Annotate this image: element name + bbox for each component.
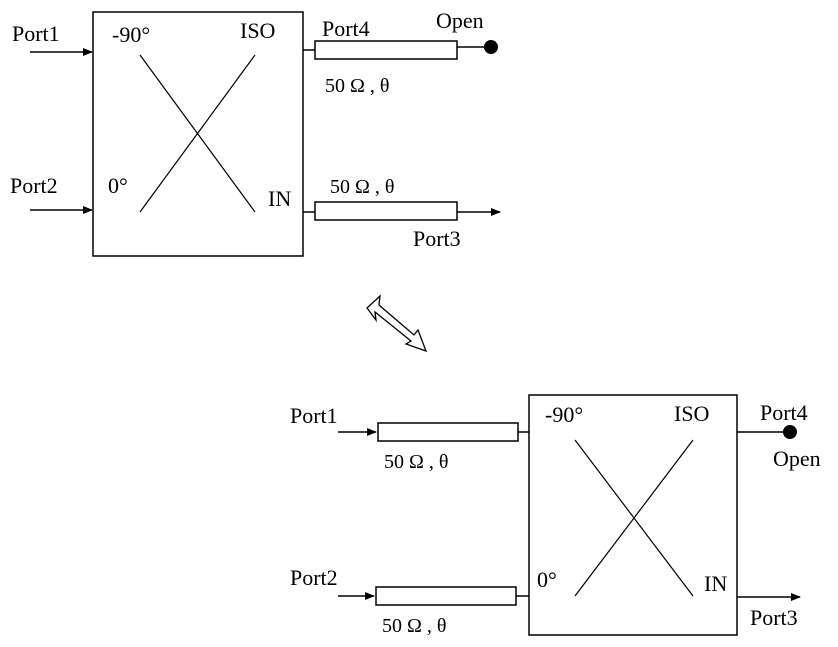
bottom-cross-line-b — [574, 439, 694, 597]
top-port4-tline — [314, 40, 458, 60]
equivalence-double-arrow-icon — [366, 294, 428, 353]
top-port2-label: Port2 — [10, 173, 58, 198]
bottom-open-label: Open — [773, 446, 821, 471]
top-iso-label: ISO — [240, 18, 275, 43]
bottom-port1-label: Port1 — [290, 403, 338, 428]
top-open-dot — [484, 40, 498, 54]
bottom-port2-tline — [375, 586, 517, 606]
bottom-iso-label: ISO — [674, 401, 709, 426]
bottom-open-dot — [783, 425, 797, 439]
top-minus90-label: -90° — [112, 22, 150, 47]
top-port1-label: Port1 — [12, 21, 60, 46]
bottom-port3-label: Port3 — [750, 605, 798, 630]
bottom-in-label: IN — [704, 571, 727, 596]
bottom-zero-label: 0° — [537, 567, 557, 592]
top-cross-line-b — [139, 54, 256, 213]
top-open-label: Open — [436, 8, 484, 33]
bottom-minus90-label: -90° — [545, 402, 583, 427]
top-coupler: -90° ISO 0° IN Port1 Port2 Port4 Open 50… — [10, 8, 501, 257]
top-port4-tline-label: 50 Ω , θ — [325, 75, 389, 97]
top-port3-tline — [314, 201, 458, 221]
top-port4-label: Port4 — [322, 16, 370, 41]
bottom-port1-tline — [377, 422, 519, 442]
bottom-port2-tline-label: 50 Ω , θ — [382, 615, 446, 637]
bottom-port2-label: Port2 — [290, 565, 338, 590]
bottom-port1-tline-label: 50 Ω , θ — [384, 451, 448, 473]
bottom-coupler-box — [528, 394, 738, 636]
bottom-coupler: -90° ISO 0° IN Port1 50 Ω , θ Port2 50 Ω… — [290, 394, 821, 637]
top-coupler-box — [92, 11, 304, 257]
top-port3-label: Port3 — [413, 226, 461, 251]
top-port3-tline-label: 50 Ω , θ — [330, 176, 394, 198]
top-in-label: IN — [268, 186, 291, 211]
top-zero-label: 0° — [108, 173, 128, 198]
bottom-port4-label: Port4 — [760, 400, 808, 425]
